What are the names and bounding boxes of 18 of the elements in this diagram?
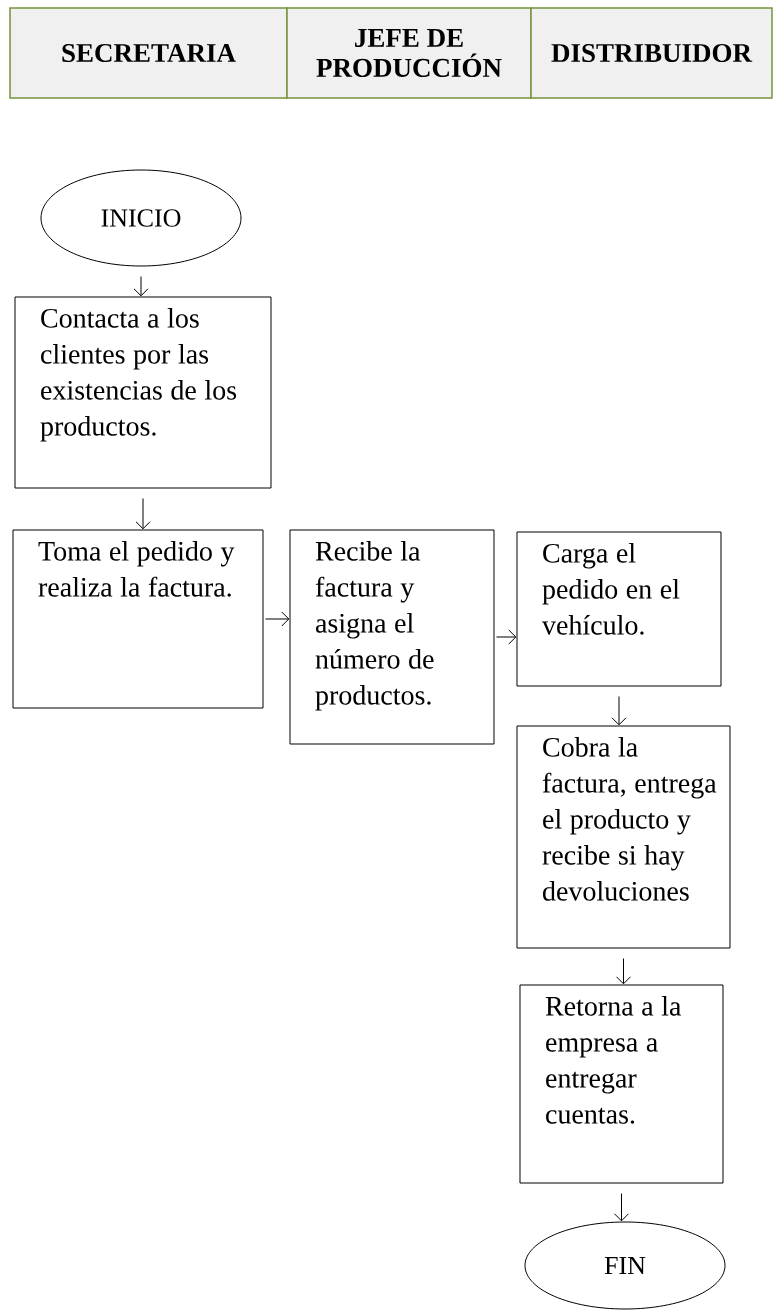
arrow	[611, 696, 627, 726]
process-box: Recibe la factura y asigna el número de productos.	[289, 529, 495, 745]
arrow	[616, 958, 631, 985]
process-box: Cobra la factura, entrega el producto y recibe si hay devoluciones	[516, 725, 731, 949]
process-box: Carga el pedido en el vehículo.	[516, 531, 722, 687]
arrow	[133, 276, 149, 297]
arrow	[496, 629, 517, 645]
column-header: SECRETARIA	[9, 7, 288, 99]
process-box: Retorna a la empresa a entregar cuentas.	[519, 984, 724, 1184]
arrow	[135, 498, 151, 530]
column-header: JEFE DE PRODUCCIÓN	[286, 7, 532, 99]
terminal-oval: FIN	[524, 1221, 726, 1310]
terminal-oval: INICIO	[40, 169, 242, 267]
arrow	[265, 611, 290, 627]
process-box: Contacta a los clientes por las existencias de los productos.	[14, 296, 272, 489]
column-header: DISTRIBUIDOR	[530, 7, 773, 99]
arrow	[614, 1193, 629, 1222]
process-box: Toma el pedido y realiza la factura.	[12, 529, 264, 709]
